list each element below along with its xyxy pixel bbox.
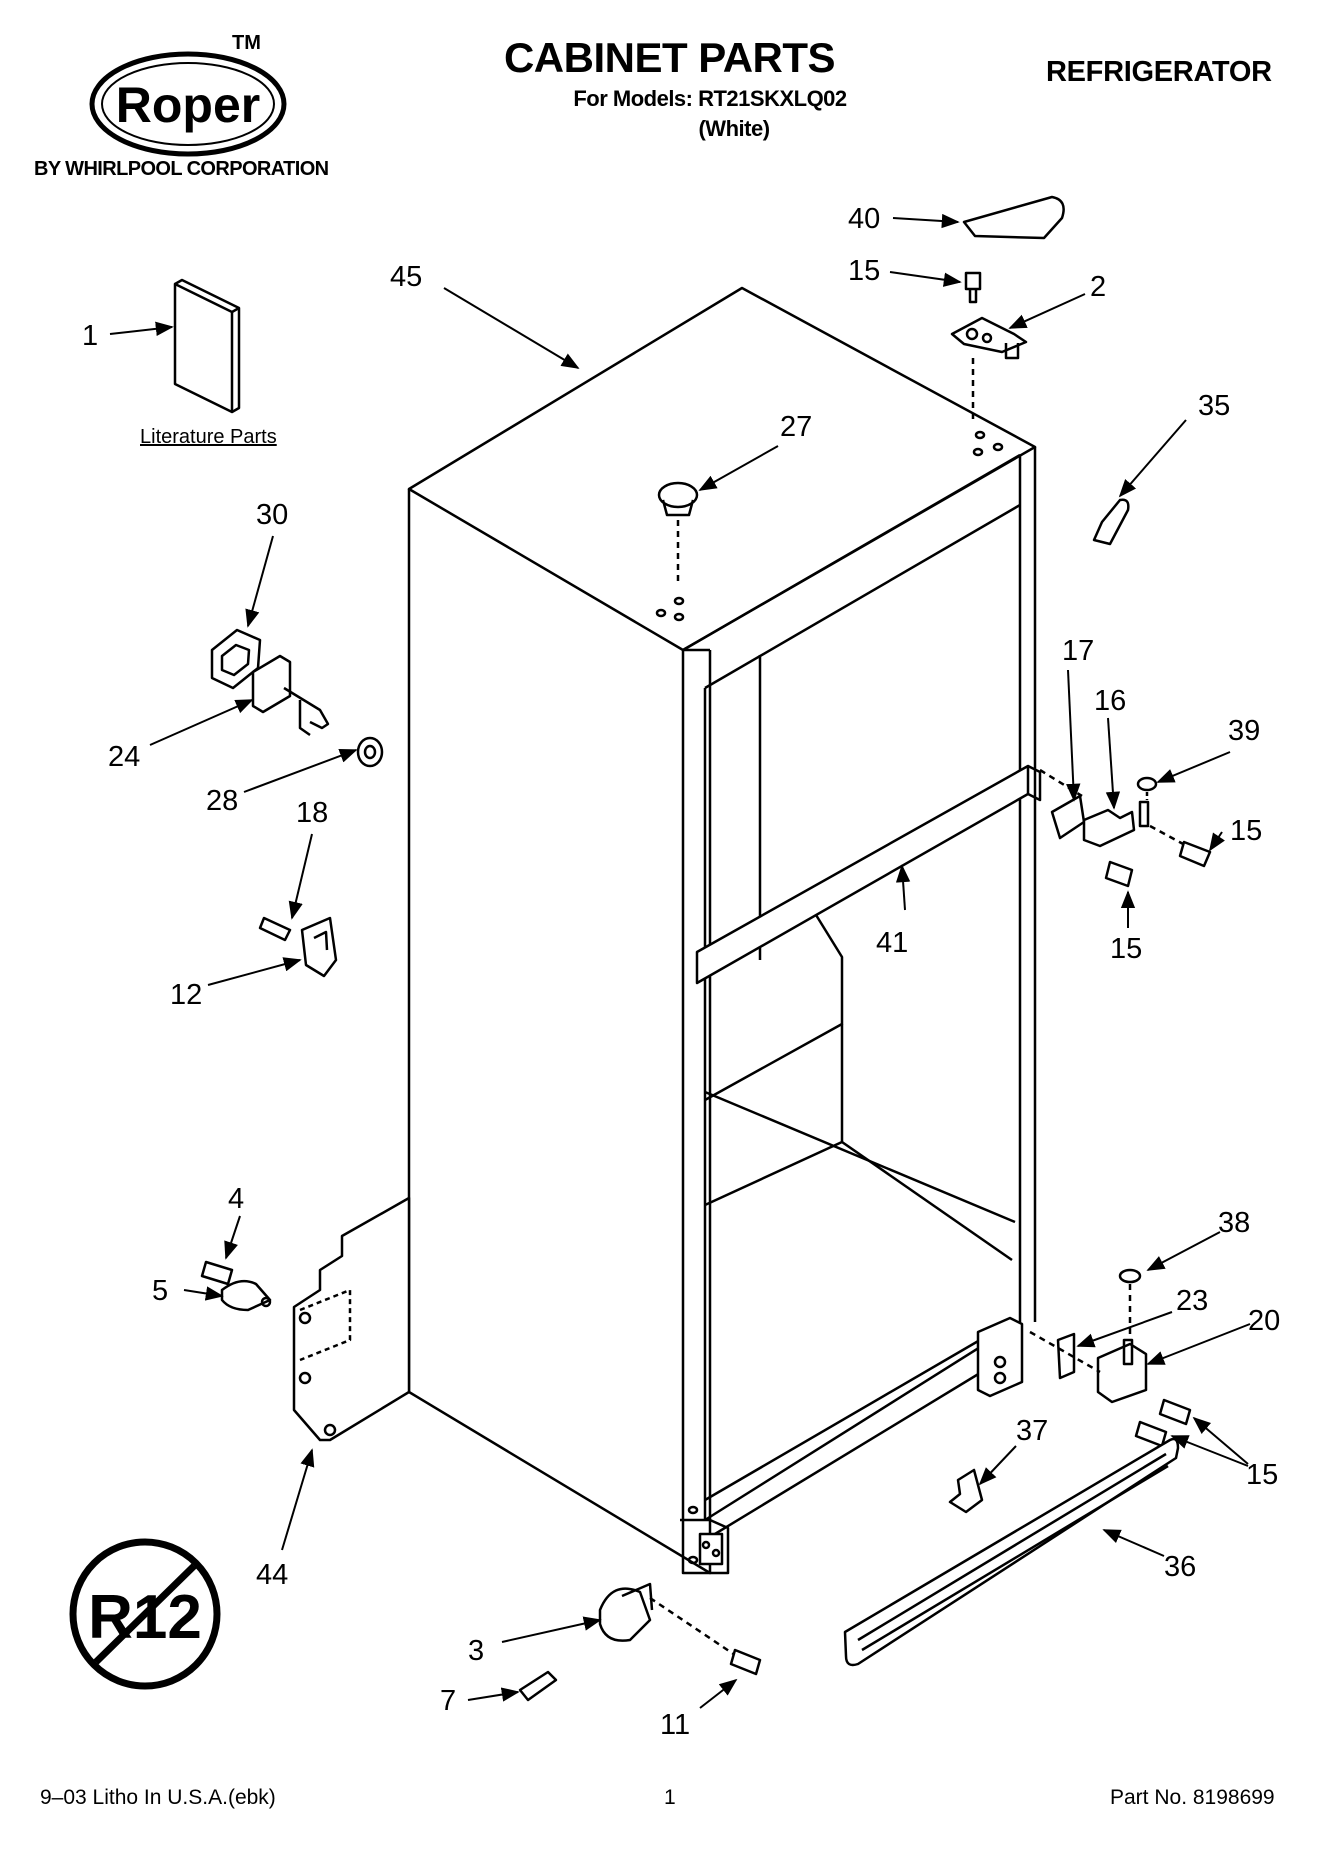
hinge-trim-icon <box>1092 498 1130 546</box>
page-title: CABINET PARTS <box>503 34 836 81</box>
side-cover-panel-icon <box>292 1196 411 1442</box>
callout-38: 38 <box>1218 1207 1250 1239</box>
callout-5: 5 <box>152 1275 168 1307</box>
footer-page-number: 1 <box>664 1786 676 1809</box>
screw-4-icon <box>200 1260 234 1286</box>
callout-35: 35 <box>1198 390 1230 422</box>
bottom-hinge-icon <box>1096 1338 1148 1404</box>
callout-1: 1 <box>82 320 98 352</box>
screw-15-lower-icon <box>1104 860 1134 888</box>
callout-24: 24 <box>108 741 140 773</box>
roper-logo: Roper <box>88 50 288 160</box>
footer-print-info: 9–03 Litho In U.S.A.(ebk) <box>40 1786 276 1809</box>
toe-grille-icon <box>843 1437 1180 1667</box>
callout-40: 40 <box>848 203 880 235</box>
callout-15-mid-right: 15 <box>1230 815 1262 847</box>
callout-36: 36 <box>1164 1551 1196 1583</box>
callout-30: 30 <box>256 499 288 531</box>
callout-44: 44 <box>256 1559 288 1591</box>
grille-clip-icon <box>948 1468 984 1514</box>
roper-logo-text: Roper <box>115 77 261 133</box>
screw-15-right-icon <box>1178 840 1212 868</box>
center-hinge-bracket-icon <box>1050 794 1150 848</box>
brand-byline: BY WHIRLPOOL CORPORATION <box>34 158 329 180</box>
roper-logo-oval-icon <box>89 51 287 157</box>
callout-15-bottom: 15 <box>1246 1459 1278 1491</box>
screw-18-icon <box>258 916 292 942</box>
callout-28: 28 <box>206 785 238 817</box>
roller-pin-icon <box>518 1670 558 1702</box>
trademark-mark: TM <box>232 32 261 54</box>
washer-38-icon <box>1118 1268 1142 1284</box>
callout-27: 27 <box>780 411 812 443</box>
model-number: For Models: RT21SKXLQ02 <box>573 86 847 111</box>
callout-16: 16 <box>1094 685 1126 717</box>
bottom-front-rail <box>680 1518 730 1575</box>
hinge-shim-icon <box>1056 1332 1076 1380</box>
callout-12: 12 <box>170 979 202 1011</box>
callout-17: 17 <box>1062 635 1094 667</box>
callout-37: 37 <box>1016 1415 1048 1447</box>
no-r12-refrigerant-icon <box>69 1538 221 1690</box>
callout-15-mid-lower: 15 <box>1110 933 1142 965</box>
cabinet-plug-icon <box>657 481 699 517</box>
callout-4: 4 <box>228 1183 244 1215</box>
washer-icon <box>356 736 384 768</box>
model-color: (White) <box>698 116 770 141</box>
top-hinge-icon <box>950 316 1028 360</box>
cable-clip-icon <box>220 1279 272 1312</box>
roller-bracket-icon <box>598 1582 654 1642</box>
hinge-cover-icon <box>962 195 1065 240</box>
callout-20: 20 <box>1248 1305 1280 1337</box>
callout-3: 3 <box>468 1635 484 1667</box>
callout-11: 11 <box>660 1709 690 1741</box>
washer-39-icon <box>1136 776 1158 792</box>
callout-41: 41 <box>876 927 908 959</box>
hinge-screw-icon <box>964 271 982 304</box>
callout-18: 18 <box>296 797 328 829</box>
badge-text: R12 <box>88 1583 202 1652</box>
hinge-pin-icon <box>251 654 330 737</box>
refrigerator-cabinet <box>407 286 1037 1575</box>
divider-mullion-rail <box>695 764 1042 985</box>
callout-39: 39 <box>1228 715 1260 747</box>
callout-7: 7 <box>440 1685 456 1717</box>
callout-labels: 1 45 27 40 15 2 35 30 24 28 18 12 17 16 … <box>82 203 1280 1741</box>
callout-2: 2 <box>1090 271 1106 303</box>
footer-part-number: Part No. 8198699 <box>1110 1786 1275 1809</box>
callout-45: 45 <box>390 261 422 293</box>
literature-parts-label: Literature Parts <box>140 426 277 448</box>
cabinet-bottom-hinge-bracket <box>976 1316 1024 1398</box>
callout-15-top: 15 <box>848 255 880 287</box>
screw-11-icon <box>729 1648 762 1676</box>
literature-book-icon <box>173 278 241 414</box>
door-stop-bracket-icon <box>300 916 338 978</box>
callout-23: 23 <box>1176 1285 1208 1317</box>
product-category: REFRIGERATOR <box>1046 56 1272 88</box>
